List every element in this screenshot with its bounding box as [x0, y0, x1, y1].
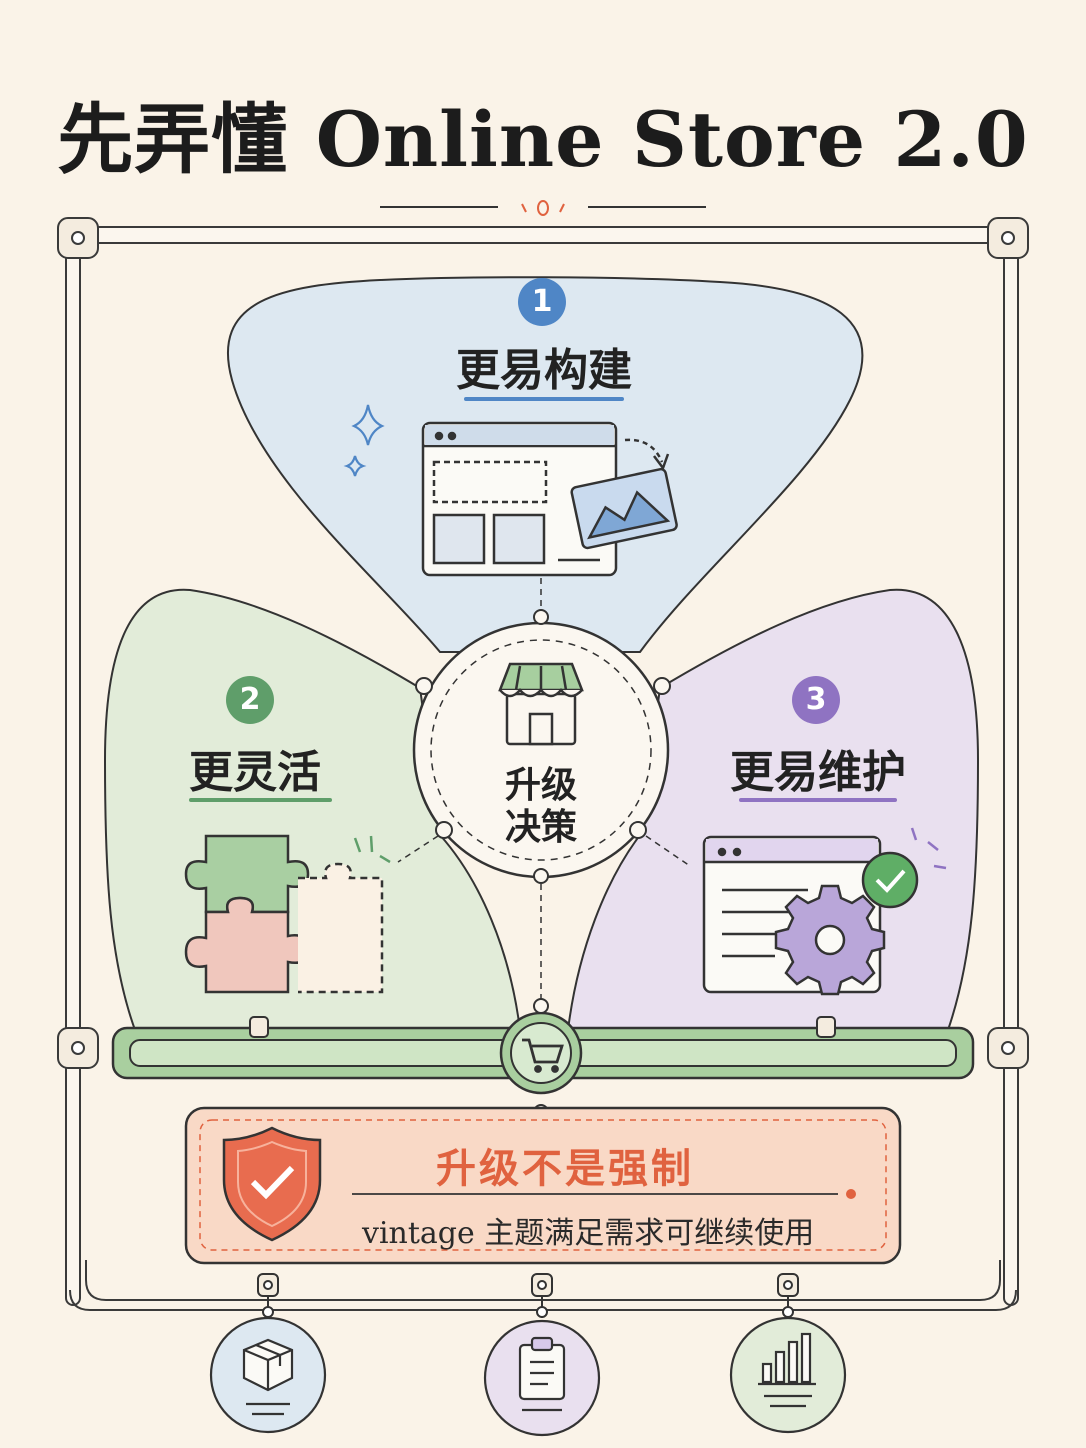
center-label-line2: 决策	[504, 807, 577, 848]
petal-2-label: 更灵活	[189, 747, 321, 798]
title-ornament	[380, 200, 706, 216]
storefront-icon	[498, 662, 584, 746]
pipe-joints	[57, 217, 1029, 1069]
clipboard-icon-badge	[483, 1319, 601, 1437]
petal-3-number: 3	[792, 676, 840, 724]
petal-3-label: 更易维护	[730, 747, 906, 798]
petal-1-label: 更易构建	[456, 345, 632, 396]
shield-check-icon	[222, 1126, 322, 1242]
petal-2-number: 2	[226, 676, 274, 724]
dashed-connectors	[397, 578, 691, 1012]
page-title: 先弄懂 Online Store 2.0	[57, 95, 1029, 184]
cart-bar	[111, 998, 975, 1120]
petal-1-number: 1	[518, 278, 566, 326]
center-label-line1: 升级	[504, 765, 577, 806]
bar-chart-icon-badge	[729, 1316, 847, 1434]
sparkle-icon	[343, 404, 385, 477]
notice-text: vintage 主题满足需求可继续使用	[362, 1216, 815, 1251]
hanger-links	[257, 1273, 799, 1318]
notice-heading: 升级不是强制	[436, 1146, 694, 1192]
box-icon-badge	[209, 1316, 327, 1434]
notice-panel	[184, 1106, 902, 1265]
settings-window-icon	[702, 827, 947, 996]
page-builder-icon	[421, 421, 678, 577]
puzzle-icon	[184, 834, 391, 994]
shopping-cart-icon	[522, 1038, 564, 1073]
connector-nodes	[415, 609, 671, 884]
